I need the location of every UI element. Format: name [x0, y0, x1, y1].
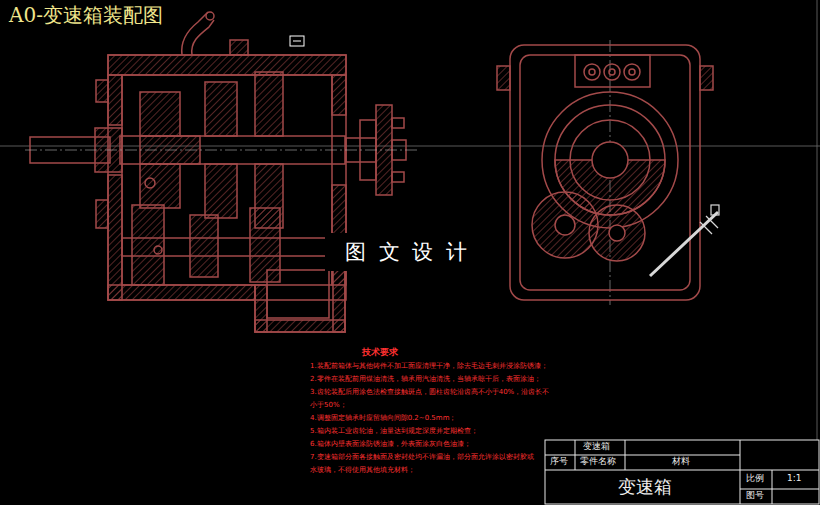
- table-cell: 比例: [746, 474, 764, 484]
- title-block: [740, 489, 819, 490]
- end-view: [520, 55, 690, 290]
- end-view: [589, 205, 645, 261]
- technical-note: 6.箱体内壁表面涂防锈油漆，外表面涂灰白色油漆；: [310, 438, 538, 451]
- center-line: [25, 150, 418, 151]
- side-section-view: [192, 20, 214, 55]
- frame-line: [817, 0, 818, 440]
- title-block: [575, 440, 576, 470]
- end-view: [575, 55, 650, 87]
- end-view: [570, 120, 650, 200]
- technical-note: 3.齿轮装配后用涂色法检查接触斑点，圆柱齿轮沿齿高不小于40%，沿齿长不小于50…: [310, 386, 552, 412]
- marker-icon: [293, 41, 301, 42]
- shift-rod: [700, 222, 712, 234]
- side-section-view: [140, 164, 180, 208]
- side-section-view: [108, 285, 255, 300]
- side-section-view: [190, 215, 218, 277]
- side-section-view: [205, 82, 237, 136]
- technical-note: 1.装配前箱体与其他铸件不加工面应清理干净，除去毛边毛刺并浸涂防锈漆；: [310, 360, 552, 373]
- side-section-view: [255, 265, 345, 332]
- side-section-view: [255, 320, 345, 332]
- title-block: [740, 440, 741, 504]
- end-view: [584, 64, 600, 80]
- side-section-view: [333, 265, 345, 332]
- title-block: [545, 470, 819, 471]
- end-view: [609, 225, 625, 241]
- shift-rod: [650, 205, 719, 276]
- side-section-view: [108, 55, 346, 75]
- technical-note: 7.变速箱部分面各接触面及密封处均不许漏油，部分面允许涂以密封胶或水玻璃，不得使…: [310, 451, 538, 477]
- table-cell: 变速箱: [583, 442, 610, 452]
- shift-rod: [650, 212, 718, 276]
- side-section-view: [96, 200, 108, 228]
- side-section-view: [206, 12, 214, 20]
- end-view: [592, 142, 628, 178]
- side-section-view: [250, 208, 280, 282]
- side-section-view: [255, 72, 283, 136]
- end-view: [624, 64, 640, 80]
- technical-note: 5.箱内装工业齿轮油，油量达到规定深度并定期检查；: [310, 425, 552, 438]
- side-section-view: [267, 270, 329, 318]
- side-section-view: [145, 178, 155, 188]
- end-view: [604, 64, 620, 80]
- center-line: [25, 40, 610, 305]
- table-cell: 材料: [672, 457, 690, 467]
- watermark-box: 图 文 设 计: [325, 233, 490, 271]
- drawing-title: A0-变速箱装配图: [6, 3, 166, 27]
- end-view: [510, 45, 700, 300]
- end-view: [700, 66, 713, 90]
- side-section-view: [132, 205, 164, 285]
- table-cell: 1:1: [787, 474, 801, 484]
- technical-note: 2.零件在装配前用煤油清洗，轴承用汽油清洗，当轴承晾干后，表面涂油；: [310, 373, 552, 386]
- side-section-view: [108, 175, 122, 300]
- shift-rod: [711, 205, 719, 215]
- side-section-view: [140, 92, 180, 136]
- side-section-view: [332, 75, 346, 115]
- side-section-view: [108, 75, 122, 125]
- side-section-view: [392, 118, 404, 128]
- end-view: [532, 192, 598, 258]
- title-block: [772, 470, 773, 504]
- marker-icon: [290, 36, 304, 46]
- notes-heading: 技术要求: [362, 346, 398, 359]
- side-section-view: [122, 75, 332, 285]
- side-section-view: [30, 12, 406, 332]
- side-section-view: [154, 246, 162, 254]
- side-section-view: [108, 55, 346, 300]
- side-section-view: [230, 40, 248, 55]
- title-block: [545, 440, 819, 504]
- side-section-view: [205, 164, 237, 218]
- end-view: [629, 69, 635, 75]
- frame-line: [0, 0, 820, 440]
- end-view: [497, 45, 713, 300]
- shift-rod: [706, 216, 718, 228]
- drawing-name: 变速箱: [618, 477, 672, 497]
- table-cell: 图号: [746, 491, 764, 501]
- title-block: [625, 440, 626, 470]
- title-block: [545, 440, 819, 504]
- side-section-view: [392, 172, 404, 182]
- watermark: 图 文 设 计: [345, 238, 470, 266]
- frame-line: [0, 146, 820, 147]
- side-section-view: [96, 80, 108, 102]
- marker-icon: [290, 36, 304, 46]
- end-view: [589, 69, 595, 75]
- technical-note: 4.调整固定轴承时应留轴向间隙0.2~0.5mm；: [310, 412, 552, 425]
- side-section-view: [182, 12, 208, 55]
- table-cell: 零件名称: [580, 457, 616, 467]
- title-block: [545, 455, 740, 456]
- end-view: [555, 215, 575, 235]
- end-view: [609, 69, 615, 75]
- end-view: [497, 66, 510, 90]
- table-cell: 序号: [550, 457, 568, 467]
